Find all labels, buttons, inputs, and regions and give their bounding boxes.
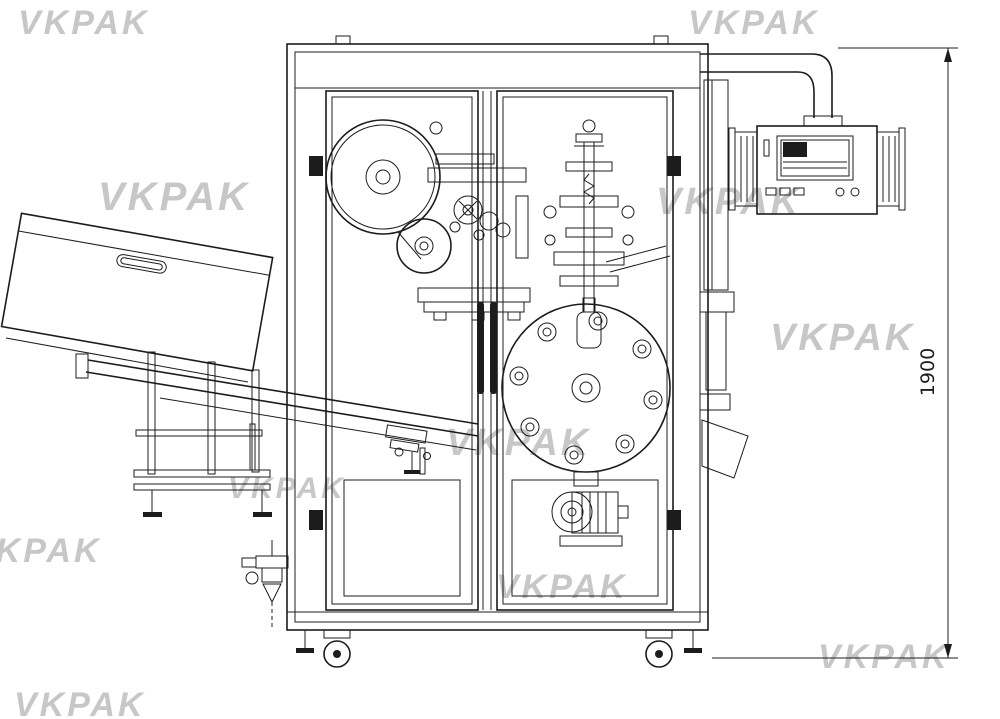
watermark-text: VKPAK <box>770 317 915 359</box>
hinge <box>309 156 323 176</box>
watermark-text: VKPAK <box>14 686 146 719</box>
feet-casters <box>296 629 702 668</box>
caster-wheel <box>323 640 351 668</box>
hopper-feeder <box>0 212 274 517</box>
machine-cabinet <box>286 35 749 631</box>
dimension-annotation: 1900 <box>712 47 958 659</box>
hinge <box>667 510 681 530</box>
watermark-text: VKPAK <box>688 4 820 42</box>
turret <box>501 303 671 487</box>
pipe-arm <box>700 53 843 127</box>
watermark-text: VKPAK <box>818 638 950 676</box>
pneumatic-unit <box>241 540 289 630</box>
hinge <box>309 510 323 530</box>
watermark-text: VKPAK <box>18 4 150 42</box>
dimension-label: 1900 <box>917 348 939 396</box>
conveyor <box>75 353 479 475</box>
watermark-text: VKPAK <box>496 568 628 606</box>
panel-button <box>793 187 805 196</box>
dimension-arrow-bottom <box>944 644 952 658</box>
discharge-chute <box>701 419 749 479</box>
panel-knob <box>835 187 845 197</box>
cutting-head <box>543 119 671 349</box>
hmi-screen <box>776 135 854 181</box>
panel-knob <box>850 187 860 197</box>
control-panel <box>728 125 906 215</box>
hinge <box>667 156 681 176</box>
watermark-text: VKPAK <box>98 175 250 219</box>
drive-motor <box>551 491 629 547</box>
door-handle-left <box>477 302 484 394</box>
door-handle-right <box>490 302 497 394</box>
watermark-text: VKPAK <box>446 422 591 464</box>
label-unwind <box>325 119 531 321</box>
panel-button <box>779 187 791 196</box>
watermark-text: VKPAK <box>0 532 102 570</box>
caster-wheel <box>645 640 673 668</box>
dimension-arrow-top <box>944 48 952 62</box>
panel-button <box>765 187 777 196</box>
